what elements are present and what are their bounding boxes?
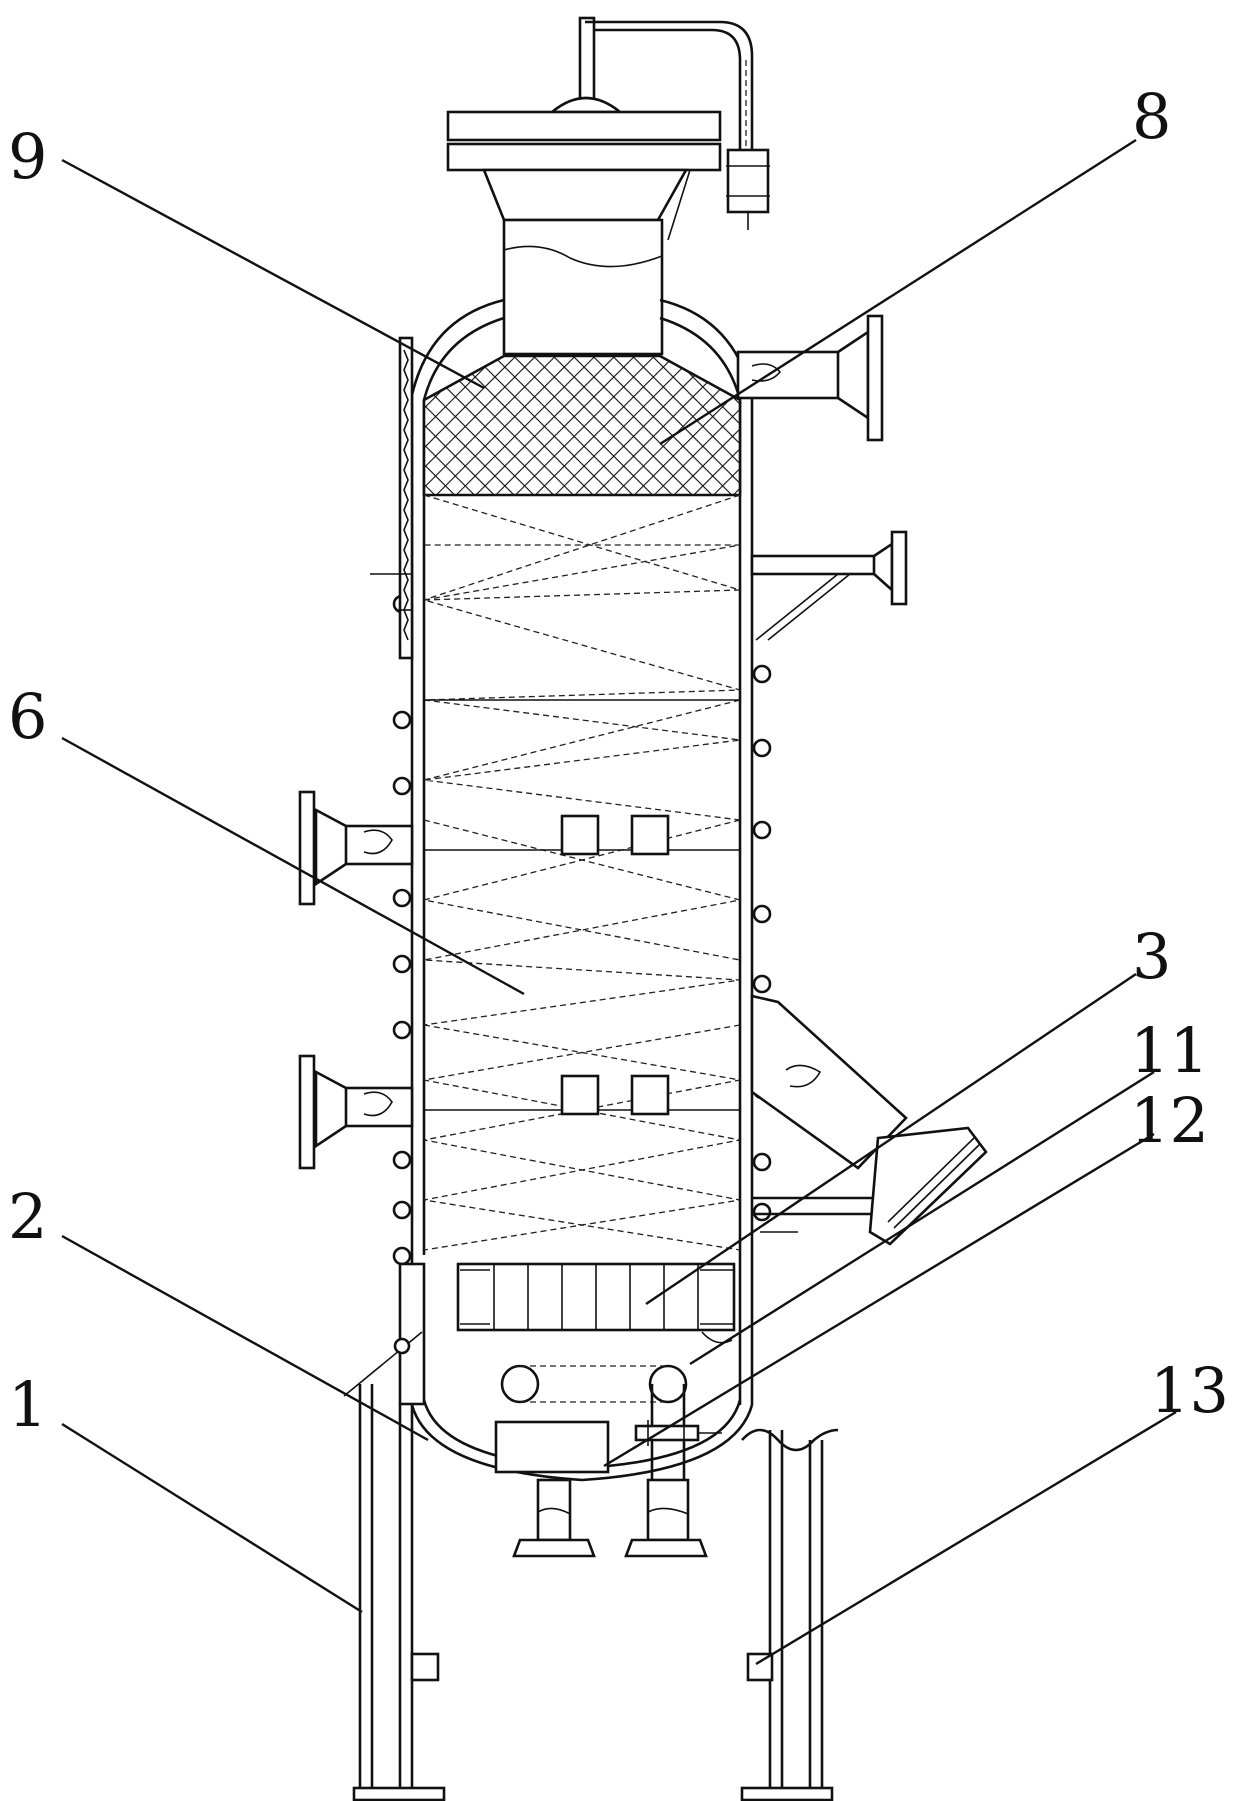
drain-fitting [728,150,768,212]
demister-mesh-layer [424,356,740,495]
leader-3 [646,974,1136,1304]
level-gauge [370,338,412,658]
label-6: 6 [8,680,47,753]
leader-2 [62,1236,428,1440]
coil-ports [394,596,770,1264]
leader-9 [62,160,484,388]
top-outlet-assembly [448,18,770,354]
top-vent-pipe [580,18,594,106]
label-9: 9 [8,120,47,193]
label-11: 11 [1130,1014,1209,1087]
support-leg-left [354,1384,444,1800]
right-mid-nozzle [752,532,906,640]
right-upper-nozzle [738,316,882,440]
left-nozzle-upper [300,792,412,904]
top-cone [484,170,686,220]
bottom-valve [636,1420,722,1446]
leader-1 [62,1424,362,1612]
label-3: 3 [1132,920,1171,993]
left-lower-valve [344,1264,424,1404]
leader-6 [62,738,524,994]
right-lower-nozzle [752,1198,872,1232]
bottom-outlet-box [496,1422,608,1472]
label-8: 8 [1132,80,1171,153]
support-leg-right [742,1430,838,1800]
label-12: 12 [1130,1084,1209,1157]
internal-spiral-coil [424,495,740,1250]
leg-bracket-left [412,1654,438,1680]
left-nozzle-lower [300,1056,412,1168]
label-2: 2 [8,1180,47,1253]
top-flange-upper [448,112,720,140]
bottom-outlets [514,1480,706,1556]
heat-exchanger-bundle [458,1264,734,1343]
label-1: 1 [8,1368,47,1441]
label-13: 13 [1150,1354,1229,1427]
top-neck [504,220,662,354]
leader-13 [756,1412,1176,1664]
right-inclined-nozzle [752,996,986,1244]
top-flange-lower [448,144,720,170]
